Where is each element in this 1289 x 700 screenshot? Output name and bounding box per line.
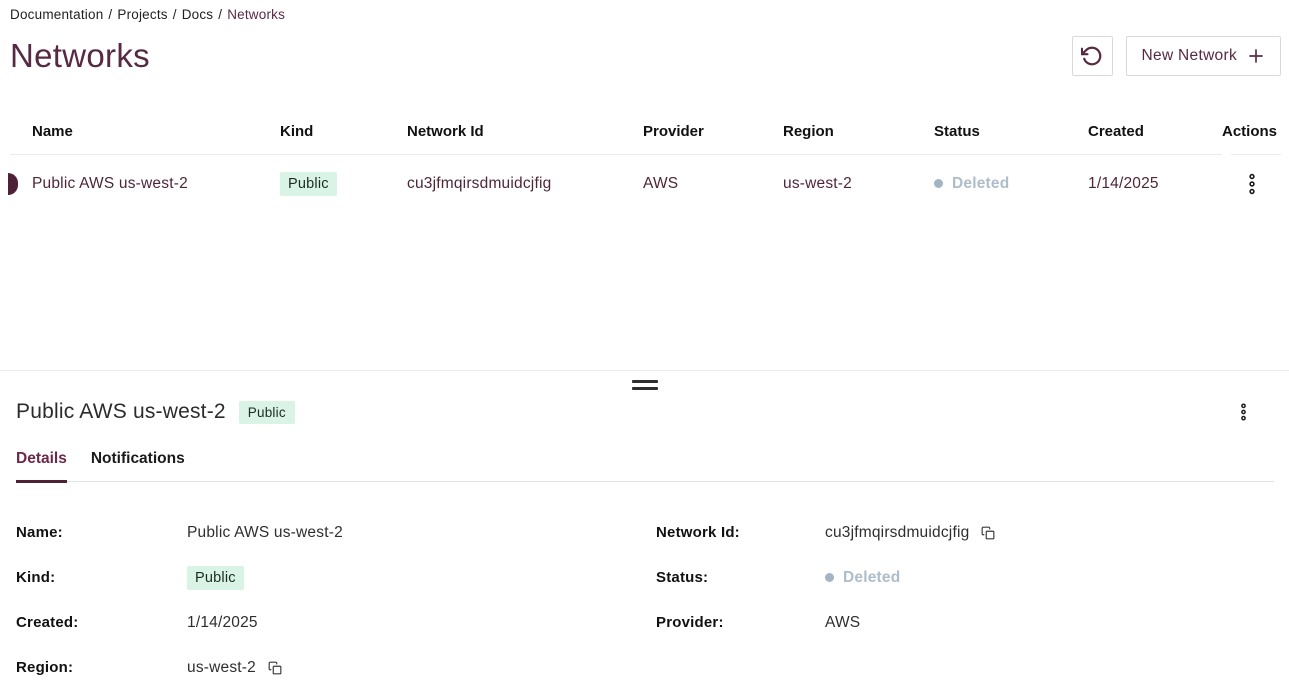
row-actions-menu-button[interactable] [1238, 170, 1266, 198]
tab-notifications[interactable]: Notifications [90, 450, 185, 467]
breadcrumb-item-networks[interactable]: Networks [227, 7, 286, 22]
field-network-id: Network Id: cu3jfmqirsdmuidcjfig [656, 510, 1289, 555]
status-label: Deleted [952, 174, 1010, 192]
drawer-kind-badge: Public [238, 400, 295, 424]
breadcrumb: Documentation / Projects / Docs / Networks [10, 7, 285, 22]
field-label: Created: [16, 614, 79, 631]
kebab-icon [1240, 403, 1246, 421]
drawer-tabs: Details Notifications [16, 450, 1274, 483]
detail-drawer: Public AWS us-west-2 Public Details Noti… [0, 370, 1289, 700]
cell-status: Deleted [934, 175, 1088, 194]
column-header-network-id: Network Id [407, 122, 484, 140]
field-label: Status: [656, 569, 709, 586]
status-dot-icon [825, 573, 834, 582]
field-label: Region: [16, 659, 74, 676]
column-header-kind: Kind [280, 122, 314, 140]
kind-badge: Public [280, 172, 337, 196]
field-value: us-west-2 [187, 658, 256, 676]
field-region: Region: us-west-2 [16, 645, 656, 690]
field-value: 1/14/2025 [187, 613, 258, 631]
breadcrumb-item-docs[interactable]: Docs [181, 7, 214, 22]
networks-table: Name Kind Network Id Provider Region Sta… [8, 108, 1281, 213]
breadcrumb-separator: / [108, 7, 113, 22]
refresh-button[interactable] [1071, 36, 1113, 76]
copy-region-button[interactable] [268, 661, 282, 675]
field-value: AWS [825, 613, 861, 631]
field-provider: Provider: AWS [656, 600, 1289, 645]
field-created: Created: 1/14/2025 [16, 600, 656, 645]
new-network-button[interactable]: New Network [1125, 36, 1281, 76]
page-header: Networks New Network [10, 36, 1281, 76]
refresh-icon [1081, 45, 1103, 67]
field-label: Kind: [16, 569, 56, 586]
drag-handle-bar [631, 387, 658, 390]
column-header-name: Name [32, 122, 73, 140]
field-value: cu3jfmqirsdmuidcjfig [825, 523, 970, 541]
breadcrumb-separator: / [172, 7, 177, 22]
cell-actions [1222, 170, 1281, 198]
cell-kind: Public [280, 172, 407, 196]
field-name: Name: Public AWS us-west-2 [16, 510, 656, 555]
page-title: Networks [10, 37, 150, 74]
drawer-title: Public AWS us-west-2 [16, 400, 226, 423]
cell-name: Public AWS us-west-2 [32, 175, 188, 192]
cell-network-id: cu3jfmqirsdmuidcjfig [407, 175, 552, 192]
status-dot-icon [934, 179, 943, 189]
drag-handle-bar [631, 380, 658, 383]
tab-details[interactable]: Details [16, 450, 67, 483]
copy-network-id-button[interactable] [981, 526, 995, 540]
column-header-region: Region [783, 122, 834, 140]
kebab-icon [1248, 173, 1255, 195]
status-badge: Deleted [934, 175, 1009, 193]
cell-provider: AWS [643, 175, 679, 192]
details-column-left: Name: Public AWS us-west-2 Kind: Public … [16, 510, 656, 690]
column-header-actions: Actions [1222, 122, 1278, 140]
field-status: Status: Deleted [656, 555, 1289, 600]
column-header-created: Created [1088, 122, 1144, 140]
drawer-header: Public AWS us-west-2 Public [16, 398, 1257, 426]
status-label: Deleted [843, 568, 901, 586]
copy-icon [268, 661, 282, 675]
drawer-drag-handle[interactable] [631, 380, 658, 390]
drawer-actions-menu-button[interactable] [1229, 398, 1257, 426]
new-network-label: New Network [1141, 47, 1237, 64]
details-column-right: Network Id: cu3jfmqirsdmuidcjfig Statu [656, 510, 1289, 690]
breadcrumb-item-projects[interactable]: Projects [117, 7, 168, 22]
field-label: Network Id: [656, 524, 740, 541]
selected-row-marker [8, 173, 18, 195]
column-header-status: Status [934, 122, 980, 140]
cell-region: us-west-2 [783, 175, 852, 192]
cell-created: 1/14/2025 [1088, 175, 1159, 192]
field-label: Name: [16, 524, 63, 541]
details-panel: Name: Public AWS us-west-2 Kind: Public … [0, 482, 1289, 690]
breadcrumb-separator: / [218, 7, 223, 22]
status-badge: Deleted [825, 569, 900, 587]
field-value: Public AWS us-west-2 [187, 523, 343, 541]
copy-icon [981, 526, 995, 540]
kind-badge: Public [187, 565, 244, 590]
column-header-provider: Provider [643, 122, 704, 140]
field-kind: Kind: Public [16, 555, 656, 600]
plus-icon [1247, 47, 1265, 65]
breadcrumb-item-documentation[interactable]: Documentation [10, 7, 104, 22]
header-actions: New Network [1071, 36, 1281, 76]
table-row[interactable]: Public AWS us-west-2 Public cu3jfmqirsdm… [8, 155, 1281, 213]
table-header-row: Name Kind Network Id Provider Region Sta… [10, 108, 1281, 155]
field-label: Provider: [656, 614, 724, 631]
